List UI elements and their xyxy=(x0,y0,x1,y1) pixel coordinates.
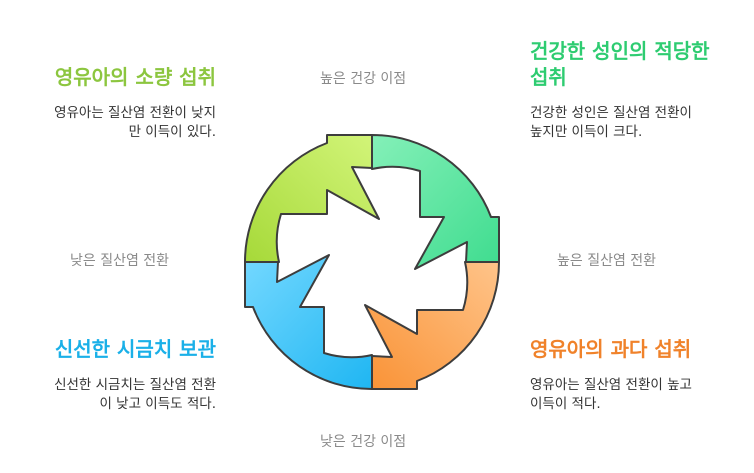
axis-label-bottom: 낮은 건강 이점 xyxy=(320,434,407,450)
cycle-segment-top-left-shape xyxy=(243,134,380,263)
quadrant-title: 건강한 성인의 적당한 xyxy=(530,39,710,63)
axis-label-left: 낮은 질산염 전환 xyxy=(70,253,170,269)
quadrant-bottom-right: 영유아의 과다 섭취 영유아는 질산염 전환이 높고 이득이 적다. xyxy=(530,336,745,414)
cycle-segment-top-right-shape xyxy=(371,133,500,270)
quadrant-desc-line: 건강한 성인은 질산염 전환이 xyxy=(530,105,692,121)
cycle-segment-bottom-left-shape xyxy=(244,254,373,391)
quadrant-desc-line: 신선한 시금치는 질산염 전환 xyxy=(54,377,216,393)
quadrant-desc-line: 높지만 이득이 크다. xyxy=(530,124,643,140)
quadrant-title: 신선한 시금치 보관 xyxy=(54,337,216,361)
quadrant-desc-line: 만 이득이 있다. xyxy=(128,124,216,140)
quadrant-top-right: 건강한 성인의 적당한 섭취 건강한 성인은 질산염 전환이 높지만 이득이 크… xyxy=(530,38,745,142)
cycle-segment-bottom-right-shape xyxy=(364,261,501,390)
axis-label-top: 높은 건강 이점 xyxy=(320,71,407,87)
quadrant-desc-line: 영유아는 질산염 전환이 낮지 xyxy=(54,105,216,121)
quadrant-desc-line: 이득이 적다. xyxy=(530,396,601,412)
quadrant-title: 영유아의 과다 섭취 xyxy=(530,337,692,361)
quadrant-title: 섭취 xyxy=(530,65,567,89)
quadrant-top-left: 영유아의 소량 섭취 영유아는 질산염 전환이 낮지 만 이득이 있다. xyxy=(0,64,216,142)
quadrant-bottom-left: 신선한 시금치 보관 신선한 시금치는 질산염 전환 이 낮고 이득도 적다. xyxy=(0,336,216,414)
quadrant-desc-line: 이 낮고 이득도 적다. xyxy=(99,396,216,412)
axis-label-right: 높은 질산염 전환 xyxy=(557,253,657,269)
quadrant-desc-line: 영유아는 질산염 전환이 높고 xyxy=(530,377,692,393)
quadrant-title: 영유아의 소량 섭취 xyxy=(54,65,216,89)
